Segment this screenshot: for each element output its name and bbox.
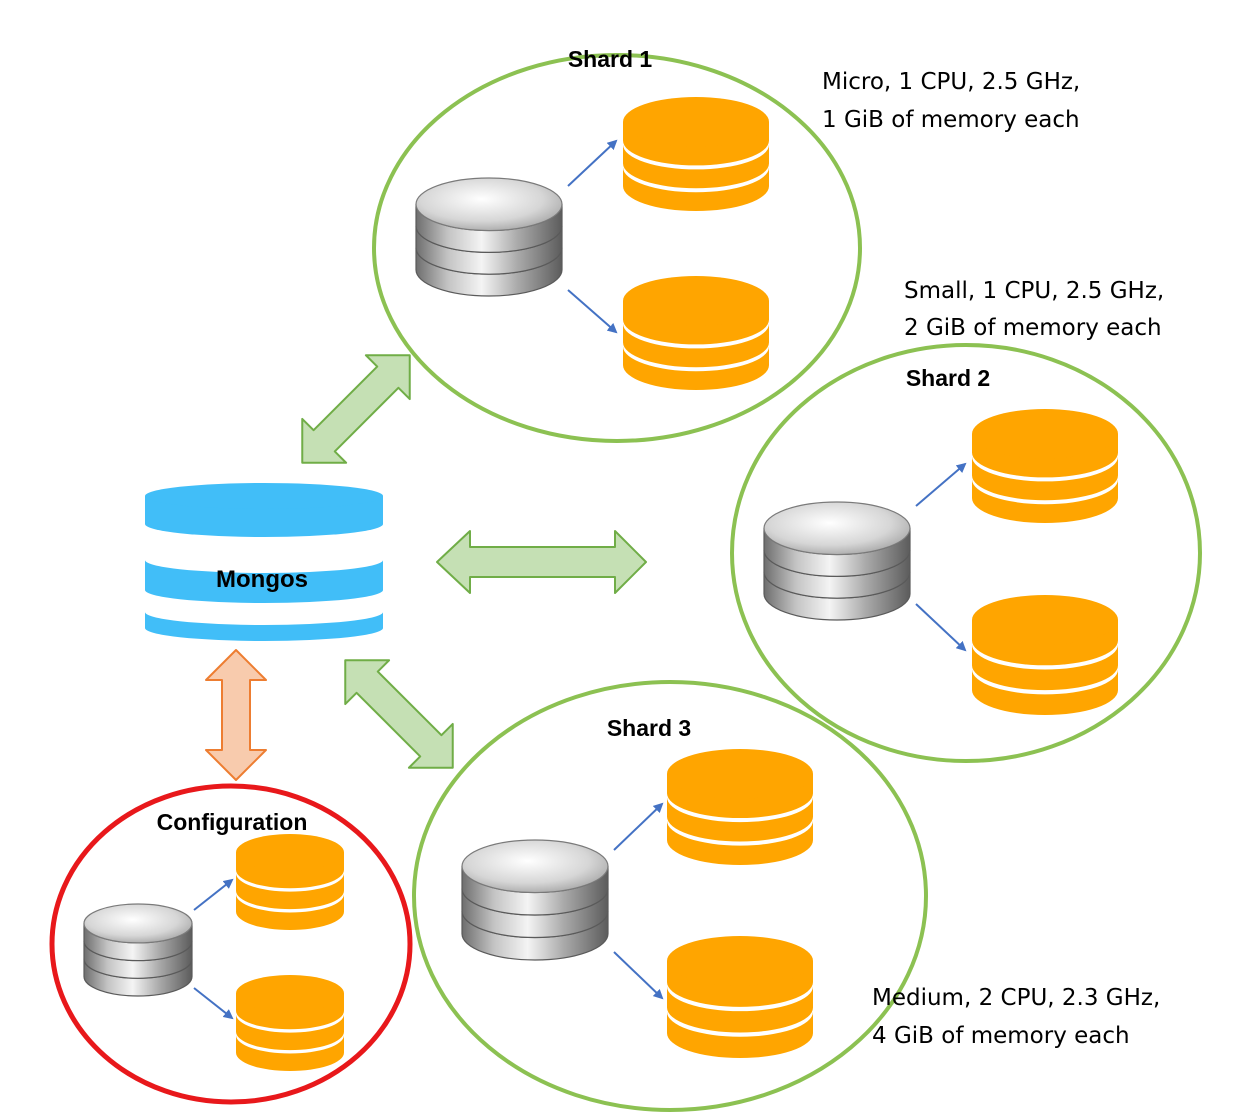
shard-3-replication-arrow-1 (613, 802, 664, 851)
shard-1-secondary-1-icon (623, 97, 769, 211)
configuration-replication-arrow-2 (193, 987, 234, 1020)
configuration-primary-icon (83, 903, 193, 997)
shard-1-spec-line-1: Micro, 1 CPU, 2.5 GHz, (822, 69, 1080, 95)
shard-1-title: Shard 1 (568, 46, 653, 72)
shard-1-spec-line-2: 1 GiB of memory each (822, 107, 1080, 133)
shard-2-secondary-1-icon (972, 409, 1118, 523)
configuration-replication-arrow-1 (193, 878, 234, 911)
configuration-secondary-1-icon (236, 834, 344, 931)
shard-3-spec-line-2: 4 GiB of memory each (872, 1023, 1130, 1049)
mongos-label: Mongos (216, 566, 308, 593)
shard-2-ring (730, 343, 1202, 763)
mongos-config-link-arrow (205, 649, 267, 781)
shard-2-replication-arrow-2 (915, 603, 967, 652)
mongos-shard1-link-arrow (301, 354, 411, 464)
shard-1-replication-arrow-1 (567, 139, 618, 187)
shard-2-primary-icon (763, 501, 911, 621)
shard-2-spec-line-1: Small, 1 CPU, 2.5 GHz, (904, 278, 1164, 304)
configuration-secondary-2-icon (236, 975, 344, 1071)
shard-2-replication-arrow-1 (915, 462, 967, 507)
shard-3-title: Shard 3 (607, 715, 691, 741)
shard-3-replication-arrow-2 (613, 951, 664, 1000)
mongos-shard3-link-arrow (344, 659, 454, 769)
configuration-ring (49, 783, 413, 1105)
blue-database-icon (145, 483, 383, 641)
configuration-title: Configuration (157, 809, 308, 835)
shard-1-secondary-2-icon (623, 276, 769, 390)
replica-set-nodes (83, 97, 1118, 1071)
shard-3-primary-icon (461, 839, 609, 961)
shard-3-ring (412, 680, 928, 1112)
shard-2-secondary-2-icon (972, 595, 1118, 715)
shard-2-title: Shard 2 (906, 365, 990, 391)
shard-1-replication-arrow-2 (567, 289, 618, 334)
shard-2-spec-line-2: 2 GiB of memory each (904, 315, 1162, 341)
shard-1-primary-icon (415, 177, 563, 297)
shard-3-secondary-1-icon (667, 749, 813, 865)
mongos-router: Mongos (145, 483, 383, 641)
shard-3-spec-line-1: Medium, 2 CPU, 2.3 GHz, (872, 985, 1160, 1011)
shard-1-ring (372, 53, 862, 443)
mongos-shard2-link-arrow (436, 530, 647, 594)
shard-3-secondary-2-icon (667, 936, 813, 1058)
